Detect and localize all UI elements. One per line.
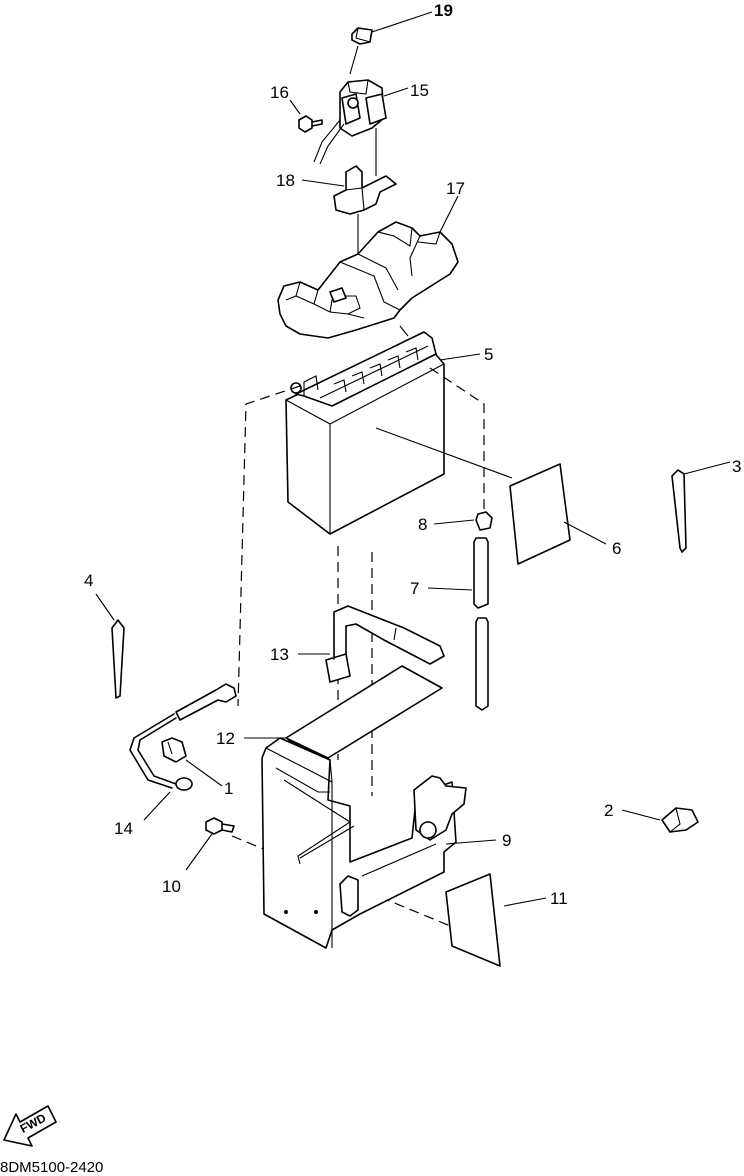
cover-plate-11 bbox=[445, 873, 501, 967]
fuse-19 bbox=[351, 27, 373, 45]
fuse-holder-15 bbox=[313, 79, 387, 165]
leader-8 bbox=[433, 519, 475, 525]
callout-9: 9 bbox=[502, 831, 511, 850]
callout-16: 16 bbox=[270, 83, 289, 102]
pipe-joint-8 bbox=[475, 511, 493, 531]
leader-15 bbox=[383, 87, 409, 97]
leader-5 bbox=[439, 353, 481, 361]
battery-case-9 bbox=[261, 737, 467, 949]
leader-3 bbox=[683, 461, 731, 475]
assembly-line-right bbox=[429, 367, 485, 512]
leader-2 bbox=[621, 809, 661, 821]
callout-14: 14 bbox=[114, 819, 133, 838]
leader-4 bbox=[95, 593, 115, 621]
fwd-arrow-icon: FWD bbox=[3, 1105, 57, 1147]
callout-18: 18 bbox=[276, 171, 295, 190]
leader-7 bbox=[427, 587, 473, 591]
leader-14 bbox=[143, 791, 171, 821]
callout-10: 10 bbox=[162, 877, 181, 896]
callout-12: 12 bbox=[216, 729, 235, 748]
callout-4: 4 bbox=[84, 571, 93, 590]
bolt-10 bbox=[205, 817, 235, 835]
callout-6: 6 bbox=[612, 539, 621, 558]
screw-16 bbox=[298, 115, 323, 133]
negative-lead-14 bbox=[129, 683, 237, 791]
leader-11 bbox=[503, 897, 547, 907]
bracket-18 bbox=[333, 165, 397, 215]
link-17-5 bbox=[399, 325, 409, 337]
callout-11: 11 bbox=[550, 889, 568, 908]
callout-19: 19 bbox=[434, 1, 453, 20]
label-plate-6 bbox=[509, 463, 571, 565]
callout-3: 3 bbox=[732, 457, 741, 476]
leader-17 bbox=[439, 195, 459, 233]
leader-6 bbox=[563, 521, 607, 545]
leader-18 bbox=[301, 179, 345, 187]
callout-7: 7 bbox=[410, 579, 419, 598]
breather-pipe-7 bbox=[473, 537, 489, 711]
leader-10 bbox=[185, 833, 213, 871]
diagram-code: 8DM5100-2420 bbox=[0, 1159, 103, 1176]
leader-9 bbox=[445, 839, 497, 845]
leader-16 bbox=[289, 99, 301, 115]
link-19-15 bbox=[349, 45, 359, 75]
callout-17: 17 bbox=[446, 179, 465, 198]
callout-13: 13 bbox=[270, 645, 289, 664]
leader-19 bbox=[371, 11, 433, 33]
battery-cover-17 bbox=[277, 221, 459, 339]
callout-15: 15 bbox=[410, 81, 429, 100]
assembly-line-left bbox=[237, 385, 301, 707]
leader-1 bbox=[185, 759, 223, 787]
cable-tie-4 bbox=[111, 619, 125, 699]
callout-1: 1 bbox=[224, 779, 233, 798]
battery-band-13 bbox=[325, 605, 445, 683]
cable-tie-3 bbox=[671, 469, 687, 553]
battery-5 bbox=[285, 331, 513, 535]
battery-mat-12 bbox=[285, 665, 443, 761]
callout-8: 8 bbox=[418, 515, 427, 534]
callout-5: 5 bbox=[484, 345, 493, 364]
terminal-cap-1 bbox=[161, 737, 187, 763]
callout-2: 2 bbox=[604, 801, 613, 820]
band-clip-2 bbox=[661, 807, 699, 833]
